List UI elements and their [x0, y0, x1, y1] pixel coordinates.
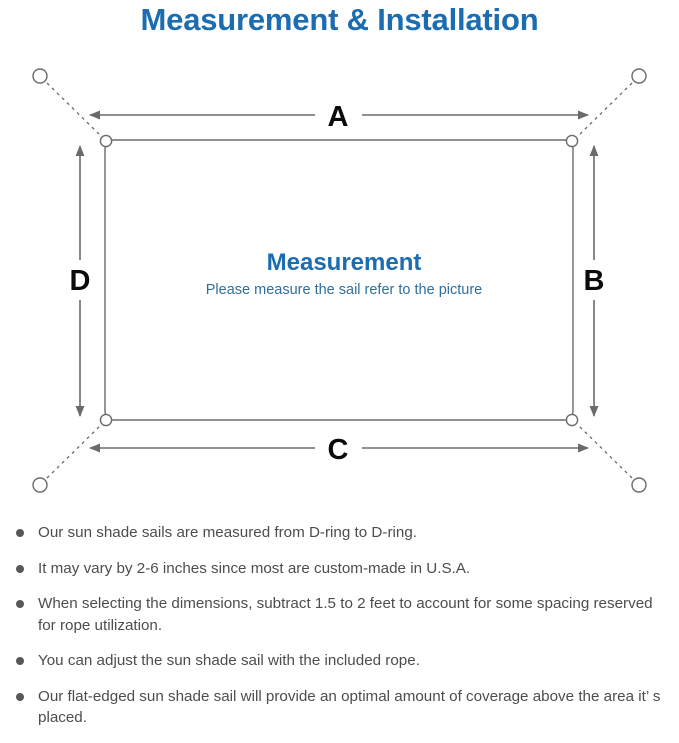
list-item: Our sun shade sails are measured from D-… [10, 522, 661, 544]
sail-rectangle [104, 139, 574, 421]
bullet-icon [16, 657, 24, 666]
d-ring-top-left [99, 134, 113, 148]
measurement-diagram: A C D B Measurement Please measure the s… [0, 48, 679, 518]
list-item: It may vary by 2-6 inches since most are… [10, 558, 661, 580]
note-text: It may vary by 2-6 inches since most are… [38, 559, 471, 577]
rope-line-bottom-right [577, 424, 633, 479]
bullet-icon [16, 600, 24, 609]
dimension-c: C [89, 434, 589, 466]
d-ring-top-right [565, 134, 579, 148]
bullet-icon [16, 564, 24, 573]
list-item: You can adjust the sun shade sail with t… [10, 650, 661, 672]
dimension-a: A [89, 101, 589, 133]
diagram-canvas: A C D B Measurement Please measure the s… [32, 68, 647, 493]
note-text: When selecting the dimensions, subtract … [38, 595, 653, 634]
note-text: You can adjust the sun shade sail with t… [38, 652, 420, 670]
sail-center-subtitle: Please measure the sail refer to the pic… [206, 282, 482, 298]
dimension-c-label: C [328, 434, 349, 466]
d-ring-bottom-left [99, 413, 113, 427]
note-text: Our sun shade sails are measured from D-… [38, 524, 417, 541]
d-ring-bottom-right [565, 413, 579, 427]
page-title: Measurement & Installation [140, 2, 539, 37]
d-rings [99, 134, 579, 427]
rope-line-top-left [46, 82, 102, 137]
anchor-points [32, 68, 647, 493]
rope-line-bottom-left [46, 424, 102, 479]
dimension-d-label: D [70, 265, 91, 297]
dimension-b-label: B [584, 265, 605, 297]
rope-lines [46, 82, 633, 479]
anchor-point-bottom-left [32, 477, 48, 493]
dimension-d: D [70, 145, 91, 417]
dimension-b: B [584, 145, 605, 417]
bullet-icon [16, 692, 24, 701]
sail-center-title: Measurement [267, 249, 422, 276]
anchor-point-bottom-right [631, 477, 647, 493]
bullet-icon [16, 529, 24, 537]
rope-line-top-right [577, 82, 633, 137]
dimension-a-label: A [328, 101, 349, 133]
notes-list: Our sun shade sails are measured from D-… [0, 522, 679, 743]
anchor-point-top-left [32, 68, 48, 84]
anchor-point-top-right [631, 68, 647, 84]
list-item: When selecting the dimensions, subtract … [10, 593, 661, 636]
note-text: Our flat-edged sun shade sail will provi… [38, 687, 661, 727]
list-item: Our flat-edged sun shade sail will provi… [10, 686, 661, 729]
